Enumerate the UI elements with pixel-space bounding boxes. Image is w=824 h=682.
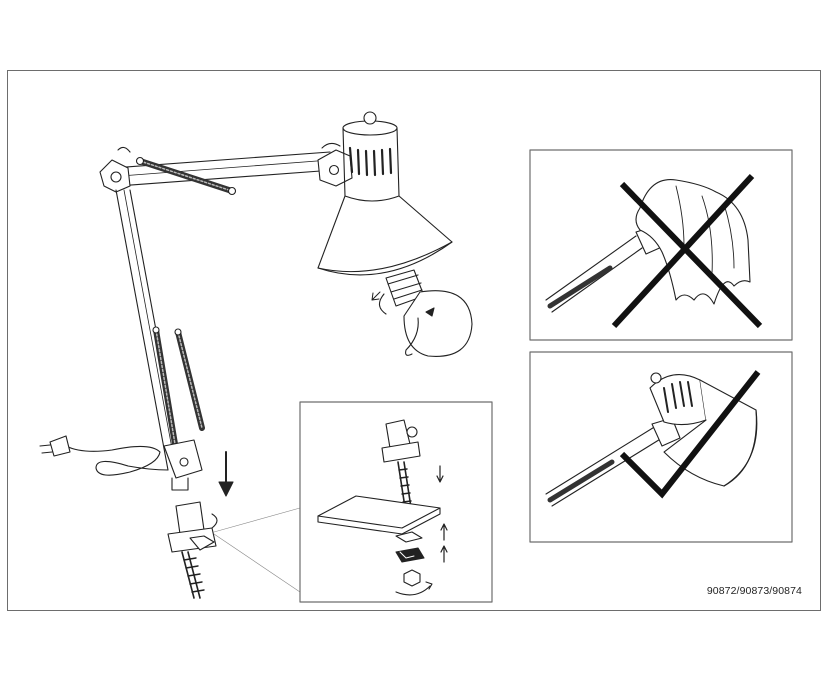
model-numbers: 90872/90873/90874 [706, 585, 802, 597]
light-bulb [371, 269, 473, 357]
prohibited-usage-panel [529, 149, 793, 341]
allowed-check-mark [619, 370, 761, 499]
clamp-detail-panel [299, 401, 493, 603]
prohibited-x-mark [611, 173, 763, 329]
lower-spring [152, 326, 205, 453]
upper-spring [135, 156, 237, 196]
allowed-usage-panel [529, 351, 793, 543]
instruction-sheet-frame [7, 70, 821, 611]
table-clamp [167, 501, 218, 599]
desk-lamp-drawing [39, 111, 453, 599]
